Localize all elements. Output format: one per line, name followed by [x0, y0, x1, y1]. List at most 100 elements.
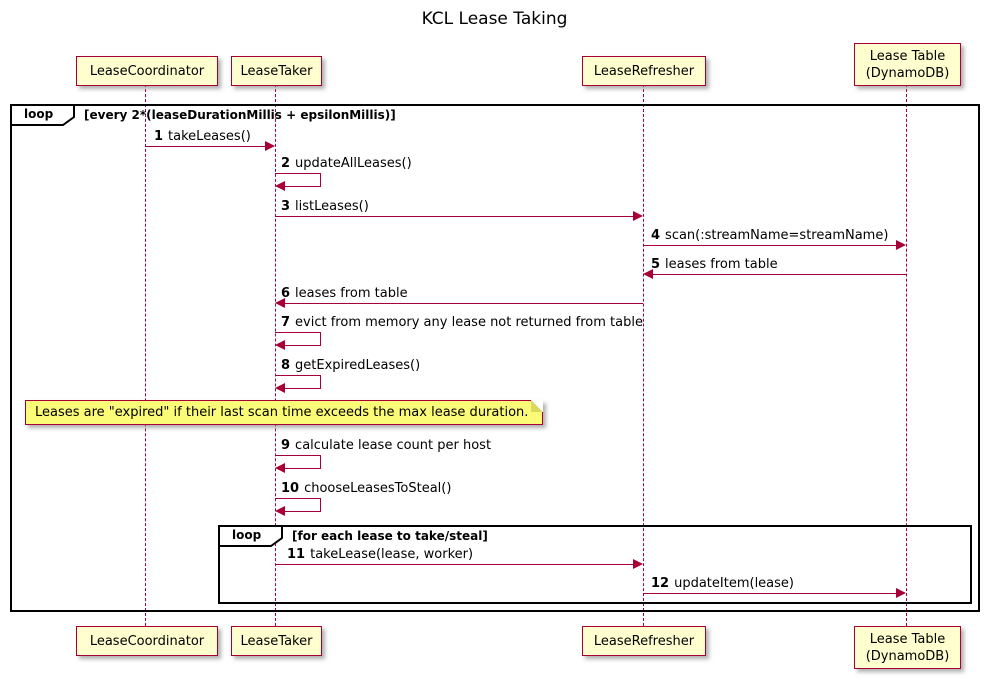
message-4-label: 4 scan(:streamName=streamName) — [651, 228, 888, 244]
message-12-label: 12 updateItem(lease) — [651, 576, 794, 592]
message-3-text: listLeases() — [295, 199, 369, 214]
participant-top-leasetaker: LeaseTaker — [231, 56, 322, 86]
message-7-label: 7 evict from memory any lease not returne… — [281, 315, 643, 331]
participant-bottom-leasecoordinator: LeaseCoordinator — [76, 626, 218, 656]
outer-loop-frame — [10, 104, 980, 612]
message-8-number: 8 — [281, 358, 291, 373]
message-8-line — [275, 375, 321, 376]
inner-loop-tab — [218, 525, 283, 547]
message-12-arrowhead — [896, 588, 906, 598]
participant-label: LeaseTaker — [240, 633, 313, 649]
participant-label: LeaseCoordinator — [89, 63, 205, 79]
message-6-arrowhead — [275, 298, 285, 308]
message-3-arrowhead — [633, 211, 643, 221]
participant-top-lease-table: Lease Table (DynamoDB) — [854, 43, 961, 86]
participant-label-line1: Lease Table — [869, 48, 946, 64]
message-5-label: 5 leases from table — [651, 257, 778, 273]
participant-label: LeaseRefresher — [593, 633, 695, 649]
message-8-arrowhead — [275, 383, 285, 393]
outer-loop-condition: [every 2*(leaseDurationMillis + epsilonM… — [84, 108, 396, 122]
message-11-line — [275, 564, 634, 565]
message-10-return-line — [284, 511, 321, 512]
message-7-arrowhead — [275, 340, 285, 350]
lifeline-lease-table — [906, 84, 907, 626]
participant-label: LeaseRefresher — [593, 63, 695, 79]
message-7-line — [275, 332, 321, 333]
participant-label: Lease Table (DynamoDB) — [866, 631, 950, 665]
message-4-number: 4 — [651, 228, 661, 243]
message-7-text: evict from memory any lease not returned… — [295, 315, 643, 330]
message-2-label: 2 updateAllLeases() — [281, 156, 412, 172]
message-6-line — [284, 303, 643, 304]
inner-loop-condition: [for each lease to take/steal] — [292, 529, 488, 543]
message-2-line — [275, 173, 321, 174]
message-8-text: getExpiredLeases() — [295, 358, 421, 373]
message-2-return-line — [284, 186, 321, 187]
message-10-label: 10 chooseLeasesToSteal() — [281, 481, 451, 497]
note: Leases are "expired" if their last scan … — [25, 400, 544, 425]
participant-label: Lease Table (DynamoDB) — [866, 48, 950, 82]
message-11-label: 11 takeLease(lease, worker) — [287, 547, 473, 563]
message-1-text: takeLeases() — [168, 129, 251, 144]
message-12-number: 12 — [651, 576, 670, 591]
message-7-number: 7 — [281, 315, 291, 330]
message-10-text: chooseLeasesToSteal() — [304, 481, 452, 496]
message-2-arrowhead — [275, 181, 285, 191]
message-7-vline — [320, 332, 321, 346]
participant-label: LeaseCoordinator — [89, 633, 205, 649]
inner-loop-tab-label: loop — [232, 528, 262, 542]
message-4-arrowhead — [896, 240, 906, 250]
message-10-arrowhead — [275, 506, 285, 516]
message-8-vline — [320, 375, 321, 389]
message-3-number: 3 — [281, 199, 291, 214]
message-8-label: 8 getExpiredLeases() — [281, 358, 420, 374]
message-12-text: updateItem(lease) — [674, 576, 794, 591]
message-3-label: 3 listLeases() — [281, 199, 369, 215]
participant-bottom-leaserefresher: LeaseRefresher — [582, 626, 706, 656]
message-6-number: 6 — [281, 286, 291, 301]
message-10-vline — [320, 498, 321, 512]
message-11-arrowhead — [633, 559, 643, 569]
lifeline-leasetaker — [275, 84, 276, 626]
message-9-return-line — [284, 468, 321, 469]
message-10-line — [275, 498, 321, 499]
message-4-text: scan(:streamName=streamName) — [665, 228, 889, 243]
message-5-number: 5 — [651, 257, 661, 272]
participant-top-leasecoordinator: LeaseCoordinator — [76, 56, 218, 86]
message-11-number: 11 — [287, 547, 306, 562]
message-5-arrowhead — [643, 269, 653, 279]
participant-label-line1: Lease Table — [869, 631, 946, 647]
participant-label-line2: (DynamoDB) — [865, 648, 950, 664]
message-6-label: 6 leases from table — [281, 286, 408, 302]
message-7-return-line — [284, 345, 321, 346]
message-5-text: leases from table — [665, 257, 778, 272]
message-1-line — [145, 146, 266, 147]
message-1-arrowhead — [265, 141, 275, 151]
lifeline-leasecoordinator — [145, 84, 146, 626]
participant-bottom-lease-table: Lease Table (DynamoDB) — [854, 626, 961, 669]
message-3-line — [275, 216, 634, 217]
message-12-line — [643, 593, 897, 594]
message-2-text: updateAllLeases() — [295, 156, 412, 171]
message-4-line — [643, 245, 897, 246]
message-5-line — [652, 274, 906, 275]
participant-label: LeaseTaker — [240, 63, 313, 79]
message-6-text: leases from table — [295, 286, 408, 301]
message-2-vline — [320, 173, 321, 187]
message-8-return-line — [284, 388, 321, 389]
message-10-number: 10 — [281, 481, 300, 496]
message-9-arrowhead — [275, 463, 285, 473]
message-11-text: takeLease(lease, worker) — [310, 547, 474, 562]
lifeline-leaserefresher — [643, 84, 644, 626]
message-9-line — [275, 455, 321, 456]
outer-loop-tab-label: loop — [24, 107, 54, 121]
participant-label-line2: (DynamoDB) — [865, 65, 950, 81]
diagram-title: KCL Lease Taking — [421, 9, 568, 29]
message-9-vline — [320, 455, 321, 469]
participant-top-leaserefresher: LeaseRefresher — [582, 56, 706, 86]
message-9-number: 9 — [281, 438, 291, 453]
message-2-number: 2 — [281, 156, 291, 171]
